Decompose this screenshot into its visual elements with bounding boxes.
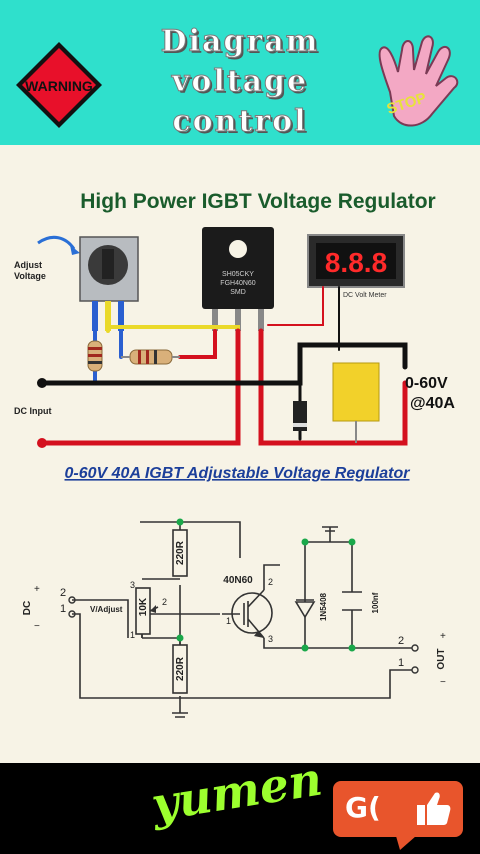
meter-display: 8.8.8 (325, 247, 387, 278)
pot-pin-label: 2 (162, 597, 167, 607)
adjust-arrow-icon (37, 235, 76, 250)
terminal-icon (411, 666, 419, 674)
banner-title-line: Diagram (160, 24, 320, 60)
out-label: OUT (436, 648, 447, 669)
stop-hand-icon: STOP (368, 30, 468, 144)
igbt-chip-icon: SH05CKY FGH40N60 SMD (202, 227, 274, 331)
output-label: @40A (410, 395, 455, 412)
adjust-voltage-label: Voltage (14, 271, 46, 281)
resistor-icon (172, 644, 188, 694)
pot-value-label: 10K (138, 597, 149, 616)
output-label: 0-60V (405, 375, 448, 392)
capacitor-symbol (342, 591, 362, 611)
pot-label: V/Adjust (90, 605, 123, 614)
pot-pin-label: 1 (130, 630, 135, 640)
resistor-icon (129, 349, 173, 365)
resistor-icon (172, 529, 188, 577)
out-plus-label: + (440, 631, 446, 642)
igbt-symbol (222, 589, 273, 639)
speech-tail-icon (396, 836, 416, 850)
terminal-icon (68, 596, 76, 604)
chip-label: SMD (230, 289, 246, 296)
terminal-icon (411, 644, 419, 652)
igbt-pin-label: 1 (226, 616, 231, 626)
resistor-top-label: 220R (175, 540, 186, 565)
adjust-voltage-label: Adjust (14, 260, 42, 270)
diode-symbol (294, 599, 316, 619)
igbt-label: 40N60 (223, 575, 253, 586)
dc-pin-label: 1 (60, 603, 66, 615)
diagram-subtitle: 0-60V 40A IGBT Adjustable Voltage Regula… (65, 465, 411, 482)
junction-nodes (176, 518, 356, 652)
capacitor-icon (332, 362, 380, 443)
dc-label: DC (22, 601, 33, 615)
dc-minus-label: − (34, 621, 40, 632)
volt-meter-icon: 8.8.8 (307, 234, 405, 288)
potentiometer-icon (79, 236, 139, 331)
banner-title-line: control (172, 104, 308, 140)
cap-label: 100nf (371, 592, 380, 613)
out-pin-label: 2 (398, 635, 404, 647)
igbt-pin-label: 3 (268, 634, 273, 644)
dc-plus-label: + (34, 584, 40, 595)
meter-label: DC Volt Meter (343, 292, 387, 299)
igbt-pin-label: 2 (268, 577, 273, 587)
diode-icon (293, 401, 307, 431)
banner-title-line: voltage (171, 64, 309, 100)
chip-label: SH05CKY (222, 271, 254, 278)
terminal-icon (68, 610, 76, 618)
resistor-bottom-label: 220R (175, 656, 186, 681)
dc-pin-label: 2 (60, 587, 66, 599)
chip-label: FGH40N60 (220, 280, 256, 287)
out-minus-label: − (440, 677, 446, 688)
resistor-icon (87, 340, 103, 372)
dc-input-label: DC Input (14, 406, 52, 416)
subscribe-button[interactable]: G( (333, 781, 463, 837)
thumbs-up-icon (417, 792, 451, 825)
diagram-title: High Power IGBT Voltage Regulator (80, 190, 435, 213)
out-pin-label: 1 (398, 657, 404, 669)
banner-title: Diagram voltage control (110, 22, 370, 142)
diode-label: 1N5408 (319, 592, 328, 621)
warning-sign-icon: WARNING (14, 40, 104, 134)
pot-pin-label: 3 (130, 580, 135, 590)
warning-sign-label: WARNING (25, 78, 93, 94)
subscribe-button-label: G( (345, 791, 381, 824)
adjust-arrowhead-icon (70, 245, 80, 255)
circuit-diagram: High Power IGBT Voltage Regulator Adjust… (14, 190, 455, 718)
ground-icon (322, 526, 338, 535)
ground-icon (172, 705, 188, 718)
